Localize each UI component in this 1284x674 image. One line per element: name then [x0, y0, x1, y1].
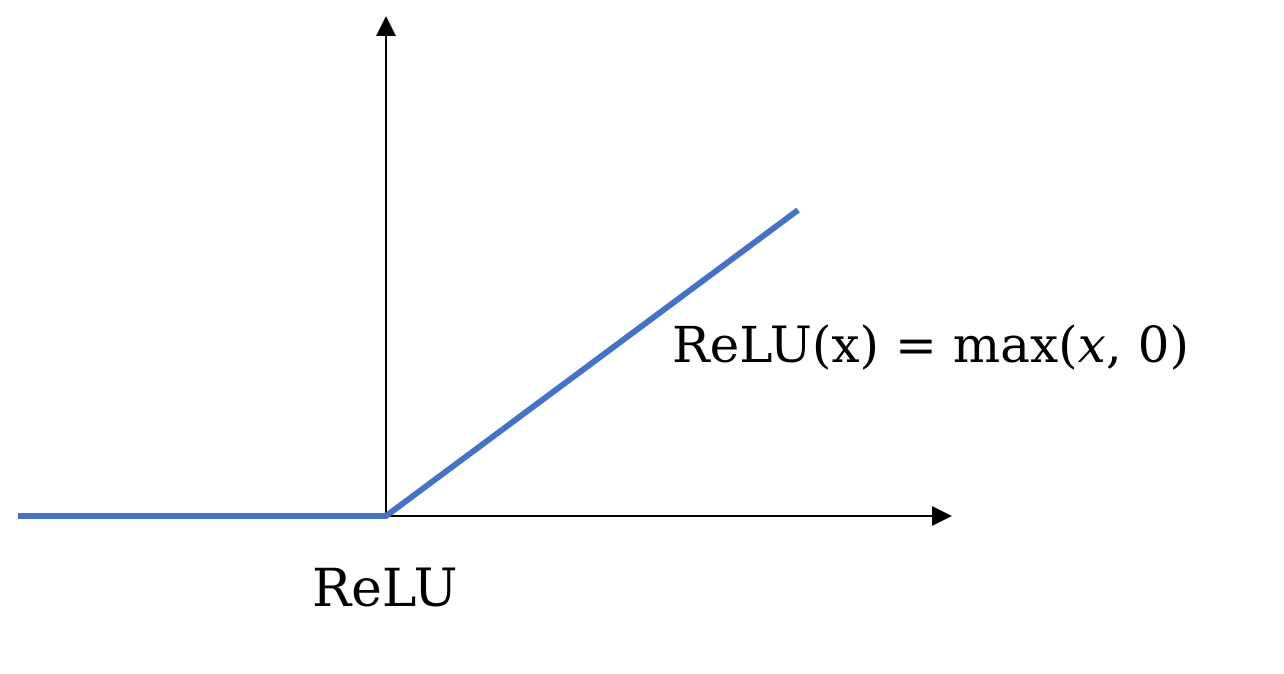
- formula-suffix: , 0): [1106, 316, 1189, 374]
- formula-prefix: ReLU(x) = max(: [672, 316, 1078, 374]
- formula-variable: x: [1078, 316, 1106, 374]
- relu-series-line: [18, 207, 800, 519]
- relu-formula-label: ReLU(x) = max(x, 0): [672, 316, 1189, 374]
- chart-caption: ReLU: [312, 559, 457, 619]
